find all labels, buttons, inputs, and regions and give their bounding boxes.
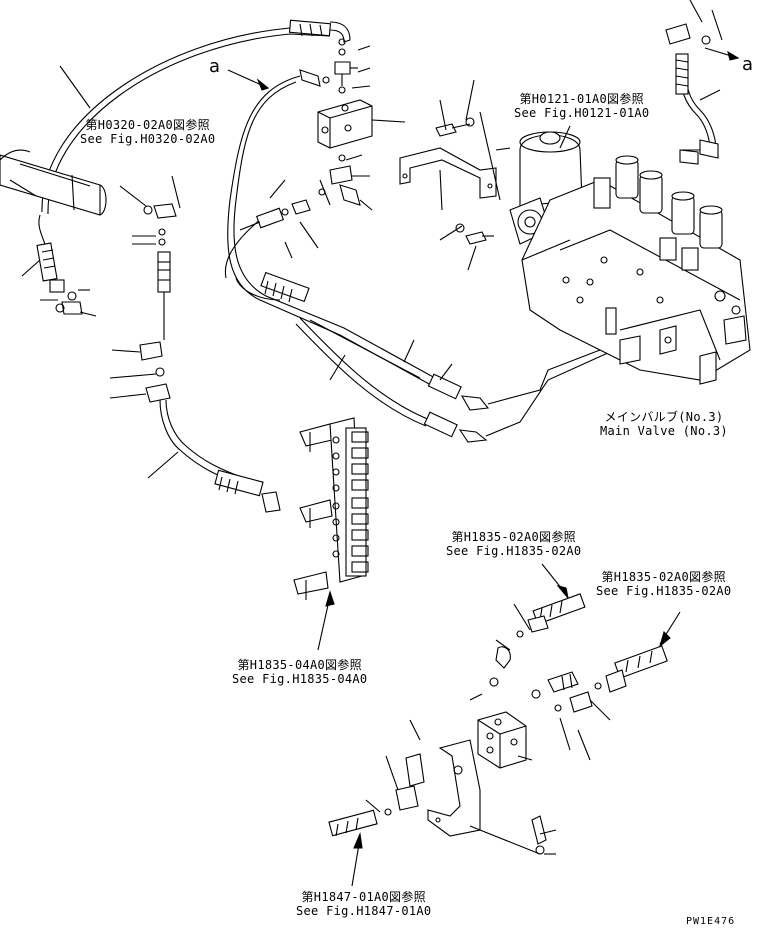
ref-h1847-en: See Fig.H1847-01A0 xyxy=(296,904,432,918)
left-small-hose xyxy=(36,214,83,315)
main-return-hoses xyxy=(224,75,611,443)
manifold-block xyxy=(299,38,406,211)
ref-h0121: 第H0121-01A0図参照 See Fig.H0121-01A0 xyxy=(514,92,649,120)
main-valve-label-jp: メインバルブ(No.3) xyxy=(604,410,724,424)
ref-h1835-04-jp: 第H1835-04A0図参照 xyxy=(237,658,362,672)
ref-h1835-02-right-jp: 第H1835-02A0図参照 xyxy=(601,570,726,584)
left-fittings-column xyxy=(9,65,281,513)
ref-h1835-04: 第H1835-04A0図参照 See Fig.H1835-04A0 xyxy=(232,658,367,686)
right-upper-hose xyxy=(665,0,723,165)
left-pipe xyxy=(0,149,107,216)
mounting-bracket xyxy=(399,111,511,211)
ref-h1835-04-en: See Fig.H1835-04A0 xyxy=(232,672,368,686)
ref-h0121-en: See Fig.H0121-01A0 xyxy=(514,106,650,120)
ref-h1835-02-upper-jp: 第H1835-02A0図参照 xyxy=(451,530,576,544)
ref-h1835-02-right: 第H1835-02A0図参照 See Fig.H1835-02A0 xyxy=(596,570,731,598)
ref-h1847: 第H1847-01A0図参照 See Fig.H1847-01A0 xyxy=(296,890,431,918)
ref-h0320-jp: 第H0320-02A0図参照 xyxy=(85,118,210,132)
ref-h0320-en: See Fig.H0320-02A0 xyxy=(80,132,216,146)
ref-h1835-02-upper-en: See Fig.H1835-02A0 xyxy=(446,544,582,558)
ref-h0320: 第H0320-02A0図参照 See Fig.H0320-02A0 xyxy=(80,118,215,146)
marker-a-left: a xyxy=(209,56,220,77)
bracket-bolts xyxy=(435,79,494,271)
pilot-hose-fittings xyxy=(239,179,331,259)
main-valve-assembly xyxy=(509,131,751,385)
main-valve-label-en: Main Valve (No.3) xyxy=(600,424,728,438)
drawing-code: PW1E476 xyxy=(686,916,736,927)
junction-rack xyxy=(293,417,369,651)
ref-h1847-jp: 第H1847-01A0図参照 xyxy=(301,890,426,904)
main-valve-label: メインバルブ(No.3) Main Valve (No.3) xyxy=(600,410,728,438)
marker-a-right: a xyxy=(742,54,753,75)
ref-h1835-02-right-en: See Fig.H1835-02A0 xyxy=(596,584,732,598)
ref-h1835-02-upper: 第H1835-02A0図参照 See Fig.H1835-02A0 xyxy=(446,530,581,558)
ref-h0121-jp: 第H0121-01A0図参照 xyxy=(519,92,644,106)
lower-right-assembly xyxy=(328,563,681,887)
